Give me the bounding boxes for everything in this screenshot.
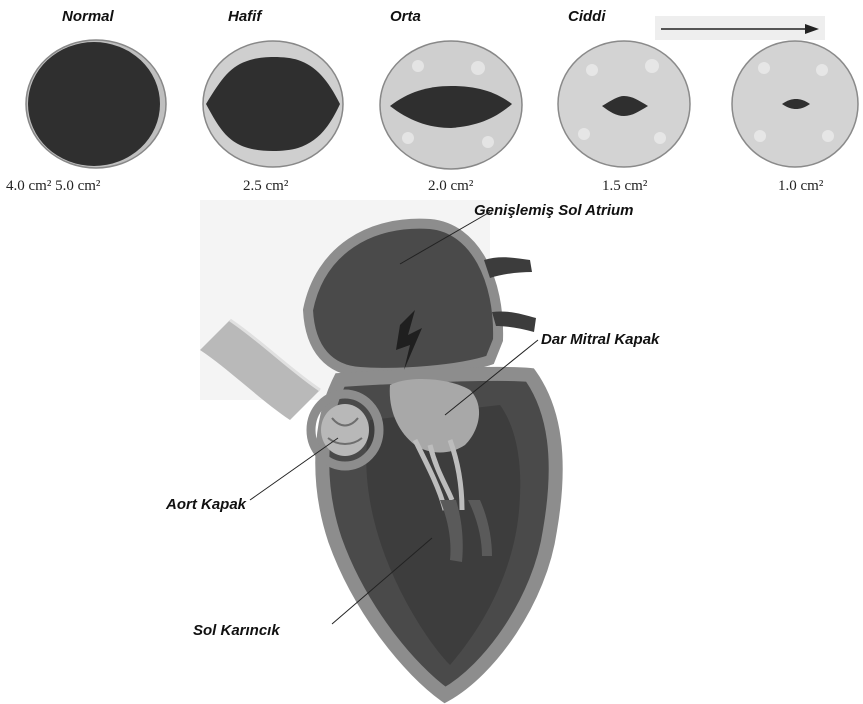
valve-normal: [24, 38, 168, 170]
area-label-mild: 2.5 cm²: [243, 178, 288, 195]
area-label-moderate: 2.0 cm²: [428, 178, 473, 195]
area-label-severe: 1.5 cm²: [602, 178, 647, 195]
label-moderate: Orta: [390, 8, 421, 25]
label-left-atrium: Genişlemiş Sol Atrium: [474, 202, 634, 219]
area-label-critical: 1.0 cm²: [778, 178, 823, 195]
label-aortic-valve: Aort Kapak: [166, 496, 246, 513]
label-left-ventricle: Sol Karıncık: [193, 622, 280, 639]
valve-critical: [730, 38, 860, 170]
area-label-normal: 4.0 cm² 5.0 cm²: [6, 178, 100, 195]
label-normal: Normal: [62, 8, 114, 25]
label-severe: Ciddi: [568, 8, 606, 25]
progression-arrow-icon: [655, 16, 825, 40]
valve-severe: [556, 38, 692, 170]
label-mitral-valve: Dar Mitral Kapak: [541, 331, 659, 348]
valve-moderate: [378, 38, 524, 172]
label-mild: Hafif: [228, 8, 261, 25]
valve-mild: [200, 38, 346, 170]
